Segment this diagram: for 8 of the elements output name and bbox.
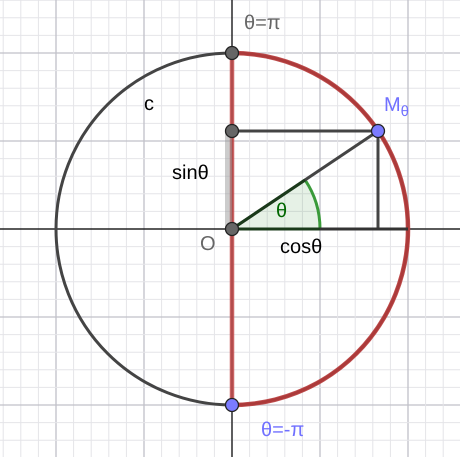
segment-label: cosθ — [280, 236, 322, 258]
segment-label: sinθ — [172, 162, 209, 184]
point-label: O — [200, 233, 216, 255]
curve-label: c — [144, 93, 154, 115]
angle-label: θ — [276, 200, 288, 222]
angle-label: θ=-π — [261, 419, 304, 441]
angle-label: θ=π — [244, 12, 281, 34]
point-label: M$_{θ}$ — [384, 94, 410, 122]
